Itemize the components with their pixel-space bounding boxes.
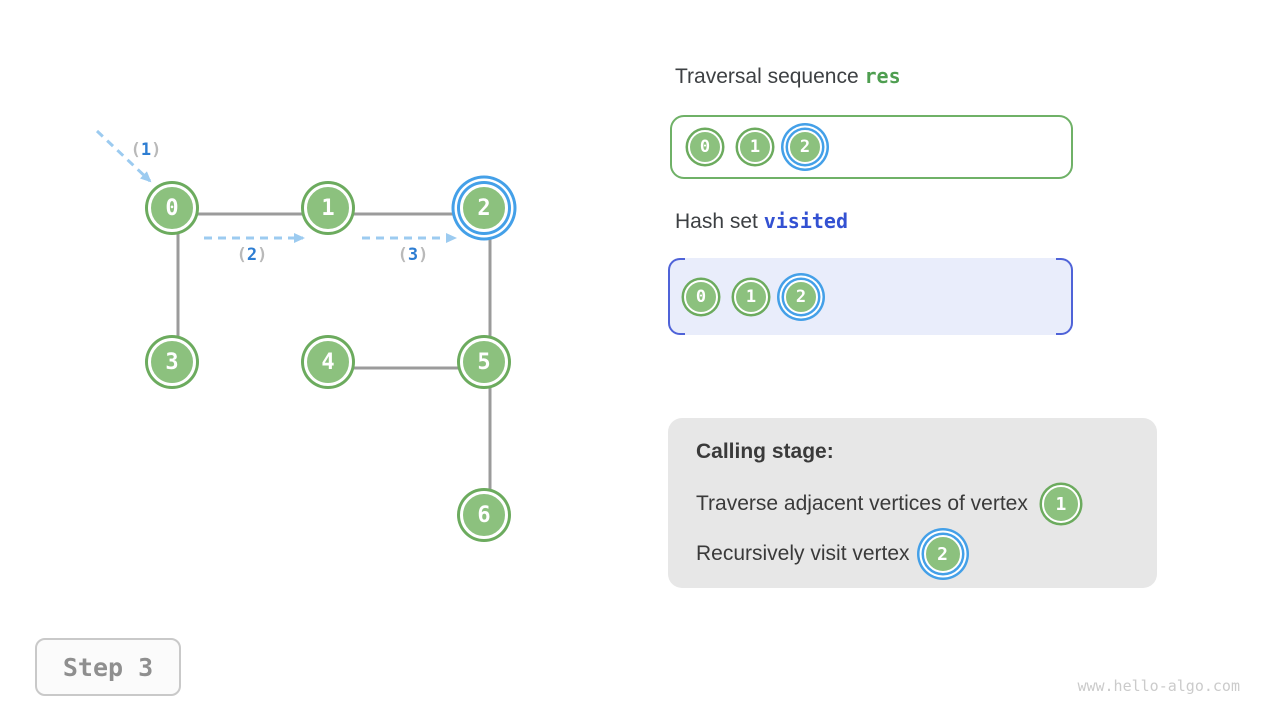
step-badge: Step 3 [35, 638, 181, 696]
calling-stage-line-2: Recursively visit vertex 2 [696, 530, 1129, 578]
graph-node-0: 0 [148, 184, 196, 232]
visited-title-text: Hash set [675, 210, 764, 233]
step-label-3: (3) [398, 245, 429, 265]
graph-node-3: 3 [148, 338, 196, 386]
visited-panel-title: Hash set visited [675, 209, 848, 234]
res-container: 0 1 2 [670, 115, 1073, 179]
step-label-2-close: ) [257, 245, 268, 265]
graph-node-4: 4 [304, 338, 352, 386]
calling-stage-title: Calling stage: [696, 440, 834, 463]
res-code-label: res [864, 64, 901, 88]
calling-line1-vertex: 1 [1041, 485, 1080, 523]
graph-node-5: 5 [460, 338, 508, 386]
res-panel-title: Traversal sequence res [675, 64, 901, 89]
visited-item-0: 0 [684, 279, 718, 314]
visited-item-2: 2 [784, 279, 818, 314]
step-label-1-open: ( [130, 140, 141, 160]
step-label-3-close: ) [418, 245, 429, 265]
res-item-0: 0 [688, 130, 722, 164]
res-item-2: 2 [788, 130, 822, 164]
step-label-1-num: 1 [140, 140, 152, 160]
calling-stage-panel: Calling stage: Traverse adjacent vertice… [668, 418, 1157, 588]
visited-container: 0 1 2 [668, 258, 1073, 335]
calling-stage-line-1: Traverse adjacent vertices of vertex 1 [696, 480, 1129, 528]
res-items-row: 0 1 2 [672, 117, 1071, 177]
calling-line1-text: Traverse adjacent vertices of vertex [696, 492, 1028, 515]
watermark: www.hello-algo.com [1077, 677, 1240, 695]
graph-node-1: 1 [304, 184, 352, 232]
step-label-1: (1) [131, 140, 162, 160]
res-title-text: Traversal sequence [675, 65, 865, 88]
step-label-3-open: ( [397, 245, 408, 265]
step-label-2: (2) [237, 245, 268, 265]
step-label-2-num: 2 [246, 245, 258, 265]
graph-node-2: 2 [460, 184, 508, 232]
calling-line2-vertex: 2 [923, 535, 962, 573]
step-label-2-open: ( [236, 245, 247, 265]
graph-node-6: 6 [460, 491, 508, 539]
visited-code-label: visited [763, 209, 849, 233]
traversal-arrow-1 [95, 129, 152, 183]
step-label-3-num: 3 [407, 245, 419, 265]
visited-items-row: 0 1 2 [668, 258, 1073, 335]
calling-line2-text: Recursively visit vertex [696, 542, 910, 565]
step-label-1-close: ) [151, 140, 162, 160]
visited-item-1: 1 [734, 279, 768, 314]
res-item-1: 1 [738, 130, 772, 164]
